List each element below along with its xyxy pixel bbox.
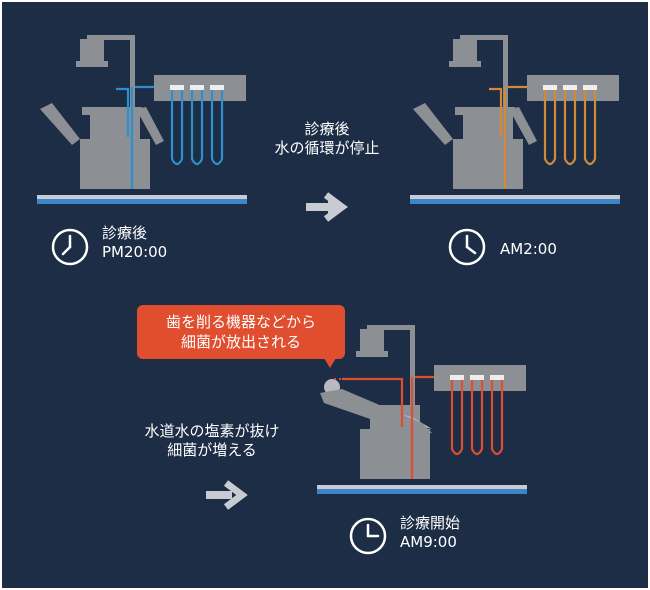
hose-holder: [563, 85, 577, 90]
lamp-base: [449, 61, 481, 67]
stage-1-time: PM20:00: [102, 242, 168, 261]
chair-footrest: [136, 107, 164, 145]
stage-3-time: AM9:00: [400, 532, 457, 551]
hose-holder: [170, 85, 184, 90]
stage-1-caption: 診療後: [102, 224, 148, 242]
lamp-head: [80, 39, 104, 61]
stage-2-time: AM2:00: [500, 240, 557, 258]
hose-holder: [190, 85, 204, 90]
callout-text: 歯を削る機器などから 細菌が放出される: [137, 312, 345, 353]
callout-tail: [324, 358, 336, 368]
stage-2-time-label: AM2:00: [500, 240, 557, 259]
chair-backrest: [413, 103, 453, 145]
stage-3-caption: 診療開始: [400, 514, 461, 532]
hose-loop: [210, 87, 224, 166]
waterline: [342, 377, 404, 427]
hose-holder: [583, 85, 597, 90]
hose-holder: [450, 375, 464, 380]
chair-base: [360, 429, 430, 479]
hose-holder: [470, 375, 484, 380]
clock-icon: [448, 228, 486, 266]
floor-water-line: [317, 489, 527, 494]
hose-holder: [490, 375, 504, 380]
stage-3-time-label: 診療開始 AM9:00: [400, 514, 460, 552]
chair-seat: [455, 107, 515, 115]
hose-loop: [470, 377, 484, 456]
transition-1-text: 診療後 水の循環が停止: [257, 120, 397, 158]
chair-seat: [82, 107, 142, 115]
lamp-head: [453, 39, 477, 61]
dental-chair-icon: [410, 35, 620, 204]
floor-line: [317, 485, 527, 489]
stage-1-time-label: 診療後 PM20:00: [102, 224, 167, 262]
transition-2-line-2: 細菌が増える: [167, 440, 257, 459]
chair-backrest: [40, 103, 80, 145]
chair-base: [453, 139, 523, 189]
hose-loop: [190, 87, 204, 166]
hose-loop: [490, 377, 504, 456]
hose-loop: [583, 87, 597, 166]
floor-water-line: [37, 199, 247, 204]
lamp-arm: [87, 35, 135, 40]
hose-loop: [543, 87, 557, 166]
transition-1-line-1: 診療後: [304, 120, 350, 138]
dental-chair-icon: [317, 325, 527, 494]
waterline: [116, 87, 130, 137]
clock-icon: [51, 228, 89, 266]
callout-line-1: 歯を削る機器などから: [165, 313, 316, 331]
lamp-arm: [367, 325, 415, 330]
lamp-arm: [460, 35, 508, 40]
chair-reclined: [320, 389, 432, 435]
arrow-right-icon: [206, 480, 248, 510]
transition-2-text: 水道水の塩素が抜け 細菌が増える: [122, 422, 302, 460]
dental-chair-icon: [37, 35, 247, 204]
lamp-head: [360, 329, 384, 351]
clock-icon: [349, 517, 387, 555]
floor-line: [37, 195, 247, 199]
hose-loop: [450, 377, 464, 456]
transition-2-line-1: 水道水の塩素が抜け: [144, 422, 280, 440]
hose-loop: [563, 87, 577, 166]
lamp-base: [76, 61, 108, 67]
chair-base: [80, 139, 150, 189]
waterline: [489, 87, 503, 137]
hose-holder: [543, 85, 557, 90]
callout-line-2: 細菌が放出される: [180, 333, 301, 352]
hose-holder: [210, 85, 224, 90]
callout-bubble: 歯を削る機器などから 細菌が放出される: [137, 305, 345, 359]
transition-1-line-2: 水の循環が停止: [274, 138, 380, 157]
lamp-base: [356, 351, 388, 357]
hose-loop: [170, 87, 184, 166]
floor-line: [410, 195, 620, 199]
arrow-right-icon: [306, 192, 348, 222]
floor-water-line: [410, 199, 620, 204]
chair-footrest: [509, 107, 537, 145]
